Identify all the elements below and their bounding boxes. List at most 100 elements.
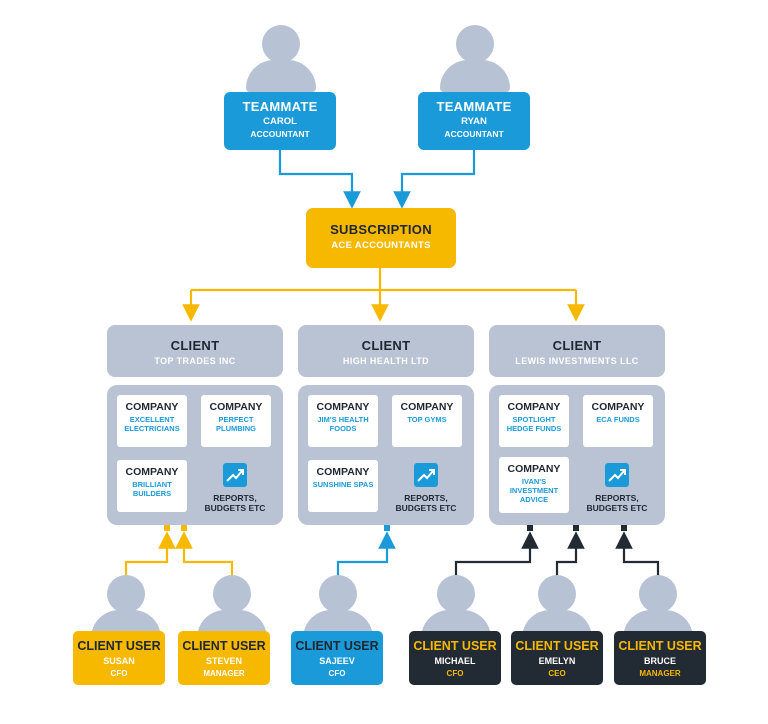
client-user-card-steven[interactable]: CLIENT USER STEVEN MANAGER <box>178 631 270 685</box>
client-user-card-sajeev[interactable]: CLIENT USER SAJEEV CFO <box>291 631 383 685</box>
company-label: COMPANY <box>125 466 179 478</box>
company-label: COMPANY <box>507 463 561 475</box>
teammate-card-ryan[interactable]: TEAMMATE RYAN ACCOUNTANT <box>418 92 530 150</box>
company-name: IVAN'S INVESTMENT ADVICE <box>509 477 559 504</box>
subscription-card[interactable]: SUBSCRIPTION ACE ACCOUNTANTS <box>306 208 456 268</box>
connector-susan <box>124 531 176 578</box>
client-header-high-health[interactable]: CLIENT HIGH HEALTH LTD <box>298 325 474 377</box>
company-card[interactable]: COMPANY SUNSHINE SPAS <box>308 460 378 512</box>
client-user-label: CLIENT USER <box>295 639 379 653</box>
company-name: JIM'S HEALTH FOODS <box>317 415 369 433</box>
client-panel-high-health: COMPANY JIM'S HEALTH FOODS COMPANY TOP G… <box>298 385 474 525</box>
client-header-top-trades[interactable]: CLIENT TOP TRADES INC <box>107 325 283 377</box>
client-user-role: CFO <box>110 669 128 678</box>
client-user-name: MICHAEL <box>434 656 476 666</box>
subscription-label: SUBSCRIPTION <box>330 222 432 237</box>
person-icon <box>91 575 161 642</box>
connector-dot <box>527 525 533 531</box>
person-icon <box>197 575 267 642</box>
client-user-role: CFO <box>328 669 346 678</box>
company-name: TOP GYMS <box>407 415 447 424</box>
client-header-lewis-investments[interactable]: CLIENT LEWIS INVESTMENTS LLC <box>489 325 665 377</box>
reports-label: REPORTS, BUDGETS ETC <box>204 493 266 513</box>
company-card[interactable]: COMPANY TOP GYMS <box>392 395 462 447</box>
trend-chart-icon <box>223 463 247 487</box>
company-card[interactable]: COMPANY BRILLIANT BUILDERS <box>117 460 187 512</box>
teammate-card-carol[interactable]: TEAMMATE CAROL ACCOUNTANT <box>224 92 336 150</box>
client-name: TOP TRADES INC <box>154 356 236 366</box>
company-card[interactable]: COMPANY PERFECT PLUMBING <box>201 395 271 447</box>
teammate-label: TEAMMATE <box>242 99 318 114</box>
client-user-card-bruce[interactable]: CLIENT USER BRUCE MANAGER <box>614 631 706 685</box>
reports-label: REPORTS, BUDGETS ETC <box>395 493 457 513</box>
client-user-name: SUSAN <box>103 656 135 666</box>
reports-label: REPORTS, BUDGETS ETC <box>586 493 648 513</box>
client-user-role: CFO <box>446 669 464 678</box>
client-user-label: CLIENT USER <box>618 639 702 653</box>
client-user-label: CLIENT USER <box>77 639 161 653</box>
client-user-card-emelyn[interactable]: CLIENT USER EMELYN CEO <box>511 631 603 685</box>
client-user-name: BRUCE <box>643 656 676 666</box>
client-user-label: CLIENT USER <box>515 639 599 653</box>
company-card[interactable]: COMPANY IVAN'S INVESTMENT ADVICE <box>499 457 569 513</box>
connector-emelyn <box>555 531 585 578</box>
person-icon <box>303 575 373 642</box>
trend-chart-icon <box>414 463 438 487</box>
connector-carol-subscription <box>278 150 361 209</box>
reports-link[interactable]: REPORTS, BUDGETS ETC <box>579 463 655 513</box>
person-icon <box>522 575 592 642</box>
connector-dot <box>164 525 170 531</box>
company-label: COMPANY <box>400 401 454 413</box>
company-name: PERFECT PLUMBING <box>216 415 256 433</box>
connector-dot <box>621 525 627 531</box>
person-icon <box>246 25 316 92</box>
client-panel-top-trades: COMPANY EXCELLENT ELECTRICIANS COMPANY P… <box>107 385 283 525</box>
client-user-name: SAJEEV <box>319 656 355 666</box>
client-user-card-susan[interactable]: CLIENT USER SUSAN CFO <box>73 631 165 685</box>
teammate-name: RYAN <box>461 116 487 127</box>
client-user-role: MANAGER <box>639 669 681 678</box>
client-user-name: STEVEN <box>205 656 242 666</box>
company-card[interactable]: COMPANY EXCELLENT ELECTRICIANS <box>117 395 187 447</box>
client-label: CLIENT <box>170 338 220 353</box>
connector-sajeev <box>336 531 396 578</box>
person-icon <box>421 575 491 642</box>
company-name: SUNSHINE SPAS <box>312 480 374 489</box>
connector-dot <box>384 525 390 531</box>
subscription-name: ACE ACCOUNTANTS <box>331 240 431 251</box>
client-name: LEWIS INVESTMENTS LLC <box>515 356 639 366</box>
company-card[interactable]: COMPANY ECA FUNDS <box>583 395 653 447</box>
connector-michael <box>454 531 539 578</box>
company-name: SPOTLIGHT HEDGE FUNDS <box>506 415 562 433</box>
reports-link[interactable]: REPORTS, BUDGETS ETC <box>197 463 273 513</box>
client-name: HIGH HEALTH LTD <box>342 356 430 366</box>
client-user-role: MANAGER <box>203 669 245 678</box>
client-user-label: CLIENT USER <box>182 639 266 653</box>
teammate-role: ACCOUNTANT <box>444 129 504 139</box>
connector-bruce <box>615 531 660 578</box>
person-icon <box>623 575 693 642</box>
client-user-card-michael[interactable]: CLIENT USER MICHAEL CFO <box>409 631 501 685</box>
connector-dot <box>573 525 579 531</box>
company-label: COMPANY <box>209 401 263 413</box>
teammate-label: TEAMMATE <box>436 99 512 114</box>
client-label: CLIENT <box>361 338 411 353</box>
company-label: COMPANY <box>316 401 370 413</box>
teammate-role: ACCOUNTANT <box>250 129 310 139</box>
teammate-name: CAROL <box>263 116 297 127</box>
company-label: COMPANY <box>507 401 561 413</box>
client-panel-lewis-investments: COMPANY SPOTLIGHT HEDGE FUNDS COMPANY EC… <box>489 385 665 525</box>
person-icon <box>440 25 510 92</box>
client-user-label: CLIENT USER <box>413 639 497 653</box>
company-name: BRILLIANT BUILDERS <box>132 480 172 498</box>
connector-steven <box>175 531 234 578</box>
connector-dot <box>181 525 187 531</box>
company-label: COMPANY <box>125 401 179 413</box>
company-label: COMPANY <box>316 466 370 478</box>
reports-link[interactable]: REPORTS, BUDGETS ETC <box>388 463 464 513</box>
company-label: COMPANY <box>591 401 645 413</box>
company-card[interactable]: COMPANY SPOTLIGHT HEDGE FUNDS <box>499 395 569 447</box>
company-card[interactable]: COMPANY JIM'S HEALTH FOODS <box>308 395 378 447</box>
trend-chart-icon <box>605 463 629 487</box>
